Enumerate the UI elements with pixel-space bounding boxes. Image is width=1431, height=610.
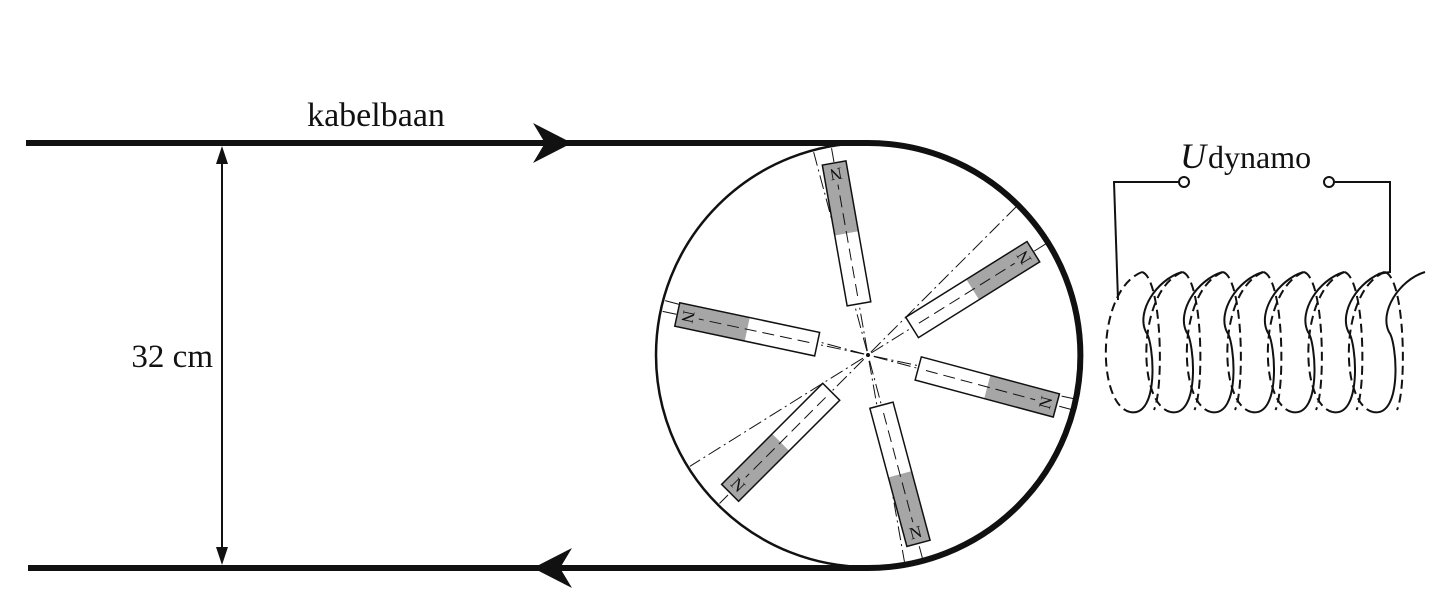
voltage-label: Udynamo bbox=[1180, 136, 1311, 176]
magnet-axis bbox=[918, 262, 1015, 324]
magnet-outline bbox=[673, 301, 821, 357]
coil-turn-front bbox=[1332, 271, 1385, 414]
bar-magnet: N bbox=[821, 160, 872, 307]
dynamo-coil bbox=[1104, 176, 1426, 414]
wheel bbox=[654, 141, 1082, 569]
coil-turn-front bbox=[1251, 271, 1304, 414]
bar-magnet: N bbox=[904, 240, 1041, 339]
coil-turn-front bbox=[1210, 271, 1264, 414]
wheel-center bbox=[866, 353, 870, 357]
dimension-arrow-down-icon bbox=[216, 547, 228, 565]
coil-turn-back bbox=[1347, 271, 1404, 413]
magnet-axis bbox=[837, 184, 859, 296]
coil-turn-back bbox=[1104, 271, 1161, 413]
voltage-subscript: dynamo bbox=[1208, 139, 1311, 175]
magnet-axis bbox=[698, 318, 810, 344]
coil-turn-back bbox=[1226, 271, 1283, 413]
dimension-line bbox=[216, 146, 228, 565]
bar-magnet: N bbox=[868, 401, 931, 548]
coil-turns bbox=[1104, 271, 1426, 414]
terminal-left bbox=[1178, 176, 1190, 188]
voltage-symbol: U bbox=[1180, 136, 1208, 176]
dimension-arrow-up-icon bbox=[216, 146, 228, 164]
magnet-outline bbox=[868, 401, 931, 548]
arrow-right-icon bbox=[533, 123, 572, 163]
distance-label: 32 cm bbox=[131, 339, 213, 375]
magnet-outline bbox=[914, 355, 1061, 418]
bar-magnet: N bbox=[720, 382, 841, 503]
coil-turn-back bbox=[1307, 271, 1364, 413]
coil-turn-back bbox=[1266, 271, 1323, 413]
magnet-pole-label: N bbox=[677, 309, 698, 325]
arrow-left-icon bbox=[533, 548, 572, 588]
coil-turn-back bbox=[1185, 271, 1242, 413]
magnet-axis bbox=[883, 412, 914, 523]
track-label: kabelbaan bbox=[307, 97, 445, 134]
wheel-axes bbox=[662, 148, 1074, 562]
magnet-axis bbox=[925, 370, 1036, 401]
terminal-right bbox=[1323, 176, 1335, 188]
coil-turn-front bbox=[1372, 271, 1426, 414]
coil-lead-left bbox=[1112, 181, 1180, 301]
coil-turn-front bbox=[1170, 271, 1223, 414]
magnet-pole-label: N bbox=[828, 163, 843, 184]
coil-turn-back bbox=[1145, 271, 1202, 413]
coil-turn-front bbox=[1129, 271, 1183, 414]
magnet-axis bbox=[745, 397, 826, 478]
magnet-outline bbox=[720, 382, 841, 503]
magnet-pole-label: N bbox=[1035, 394, 1057, 411]
magnet-outline bbox=[821, 160, 872, 307]
bar-magnet: N bbox=[914, 355, 1061, 418]
magnet-outline bbox=[904, 240, 1041, 339]
coil-lead-right bbox=[1335, 181, 1391, 275]
coil-turn-front bbox=[1291, 271, 1345, 414]
magnet-pole-label: N bbox=[907, 522, 924, 544]
bar-magnet: N bbox=[673, 301, 821, 357]
